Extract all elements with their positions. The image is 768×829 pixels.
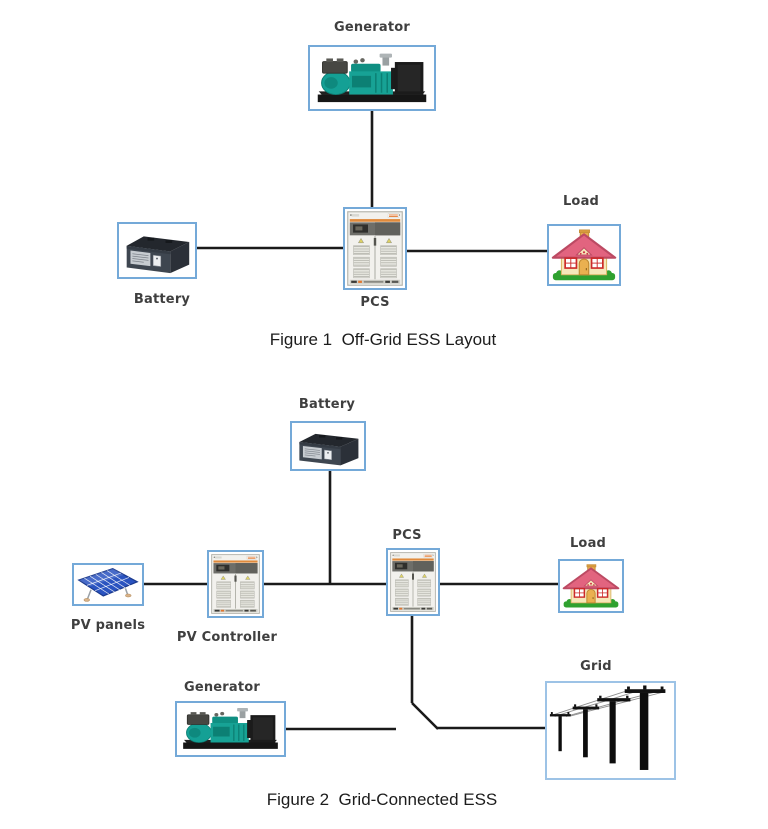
f2-pcs-label: PCS (392, 528, 422, 543)
f1-pcs-label: PCS (360, 295, 390, 310)
pcs-cabinet-icon (390, 552, 436, 612)
f2-pv-controller-label: PV Controller (176, 630, 278, 645)
house-icon (551, 228, 617, 282)
battery-icon (298, 433, 359, 466)
pcs-cabinet-icon (211, 554, 260, 614)
f1-generator-node (308, 45, 436, 111)
f2-load-node (558, 559, 624, 613)
f1-battery-node (117, 222, 197, 279)
f1-load-node (547, 224, 621, 286)
f1-load-label: Load (562, 194, 600, 209)
figure1-caption: Figure 1 Off-Grid ESS Layout (269, 330, 497, 349)
f2-battery-label: Battery (298, 397, 356, 412)
pv-panels-icon (78, 567, 138, 603)
f2-grid-label: Grid (580, 659, 612, 674)
house-icon (562, 563, 620, 609)
figure2-caption: Figure 2 Grid-Connected ESS (266, 790, 498, 809)
f2-pv-controller-node (207, 550, 264, 618)
f2-pv-panels-label: PV panels (70, 618, 146, 633)
f1-pcs-node (343, 207, 407, 290)
f2-load-label: Load (569, 536, 607, 551)
f1-generator-label: Generator (333, 20, 411, 35)
f2-generator-node (175, 701, 286, 757)
f2-battery-node (290, 421, 366, 471)
battery-icon (126, 235, 190, 274)
grid-poles-icon (549, 684, 666, 770)
connector-f2-switch-blade (411, 702, 439, 730)
f2-pcs-node (386, 548, 440, 616)
f2-grid-node (545, 681, 676, 780)
generator-icon (316, 52, 428, 103)
generator-icon (182, 707, 279, 750)
pcs-cabinet-icon (347, 211, 403, 286)
f2-pv-panels-node (72, 563, 144, 606)
f2-generator-label: Generator (183, 680, 261, 695)
f1-battery-label: Battery (133, 292, 191, 307)
